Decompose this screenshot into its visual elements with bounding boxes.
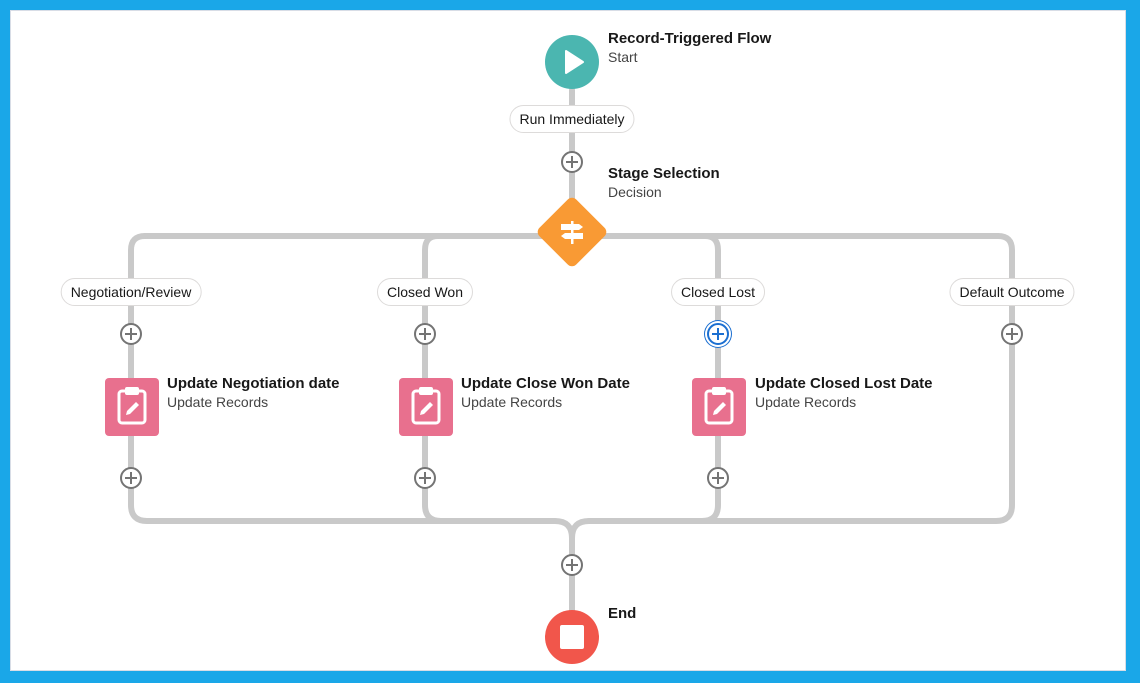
- update-records-node[interactable]: [399, 378, 453, 436]
- outcome-label-closed-lost[interactable]: Closed Lost: [671, 278, 765, 306]
- connector-branch-2: [422, 233, 444, 524]
- add-element-button[interactable]: [414, 467, 436, 489]
- add-element-button[interactable]: [120, 323, 142, 345]
- end-label: End: [608, 604, 636, 623]
- outcome-label-negotiation-review[interactable]: Negotiation/Review: [60, 278, 202, 306]
- decision-title: Stage Selection: [608, 165, 720, 182]
- add-element-button[interactable]: [707, 467, 729, 489]
- connector-merge-right: [569, 518, 592, 541]
- element-subtitle: Update Records: [461, 394, 563, 410]
- add-element-button[interactable]: [120, 467, 142, 489]
- start-label: Record-Triggered Flow Start: [608, 29, 771, 67]
- update-negotiation-label: Update Negotiation date Update Records: [167, 374, 340, 412]
- play-icon: [565, 50, 584, 74]
- clipboard-edit-icon: [117, 387, 147, 425]
- element-title: Update Closed Lost Date: [755, 375, 933, 392]
- connector-branch-4: [586, 233, 1015, 524]
- outcome-label-default[interactable]: Default Outcome: [949, 278, 1075, 306]
- connector-branch-1: [128, 233, 558, 524]
- outcome-label-closed-won[interactable]: Closed Won: [376, 278, 474, 306]
- element-title: Update Negotiation date: [167, 375, 340, 392]
- end-title: End: [608, 605, 637, 622]
- add-element-button[interactable]: [1001, 323, 1023, 345]
- element-title: Update Close Won Date: [461, 375, 630, 392]
- decision-label: Stage Selection Decision: [608, 164, 720, 202]
- element-subtitle: Update Records: [167, 394, 269, 410]
- update-closed-lost-label: Update Closed Lost Date Update Records: [755, 374, 933, 412]
- update-records-node[interactable]: [692, 378, 746, 436]
- add-element-button[interactable]: [561, 554, 583, 576]
- start-title: Record-Triggered Flow: [608, 30, 772, 47]
- element-subtitle: Update Records: [755, 394, 857, 410]
- update-close-won-label: Update Close Won Date Update Records: [461, 374, 630, 412]
- clipboard-edit-icon: [704, 387, 734, 425]
- stop-icon: [560, 625, 584, 649]
- end-node[interactable]: [545, 610, 599, 664]
- decision-subtitle: Decision: [608, 184, 662, 200]
- update-records-node[interactable]: [105, 378, 159, 436]
- start-node[interactable]: [545, 35, 599, 89]
- start-subtitle: Start: [608, 49, 638, 65]
- run-immediately-label[interactable]: Run Immediately: [509, 105, 635, 133]
- add-element-button[interactable]: [561, 151, 583, 173]
- add-element-button[interactable]: [414, 323, 436, 345]
- add-element-button[interactable]: [707, 323, 729, 345]
- clipboard-edit-icon: [411, 387, 441, 425]
